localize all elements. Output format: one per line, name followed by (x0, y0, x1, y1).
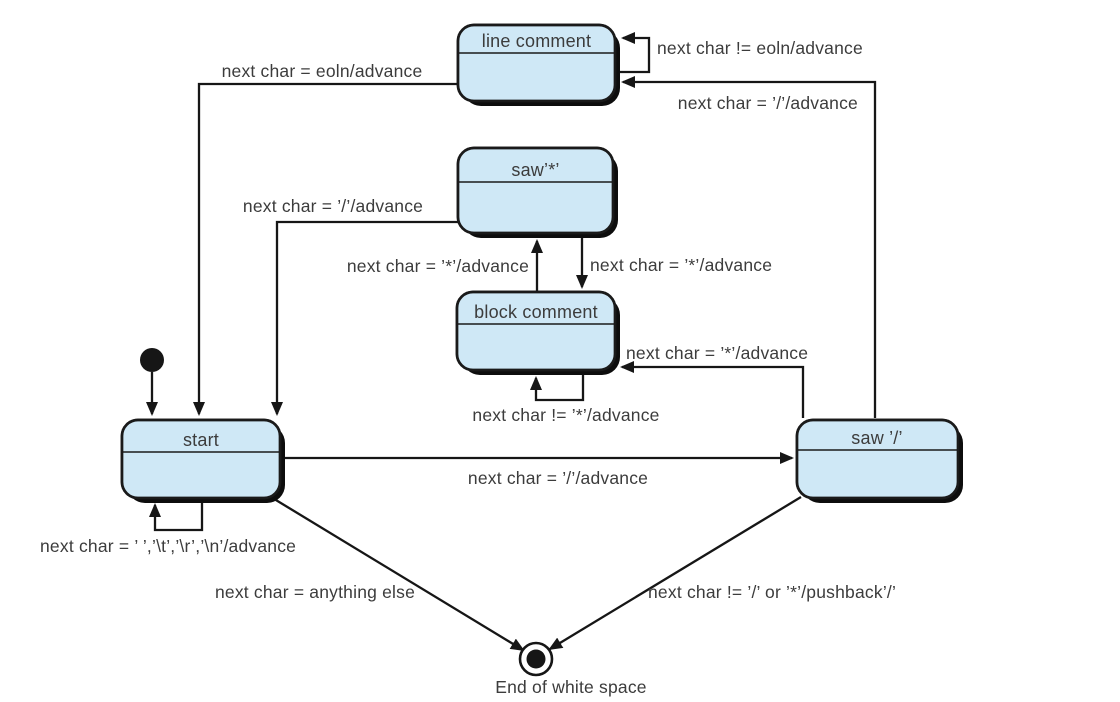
transition-saw-star-to-block-comment: next char = ’*’/advance (576, 234, 772, 289)
transition-label: next char = ’/’/advance (468, 468, 648, 488)
transition-line-comment-to-start: next char = eoln/advance (193, 61, 459, 416)
transition-label: next char != ’/’ or ’*’/pushback’/’ (648, 582, 896, 602)
transition-label: next char = ’*’/advance (347, 256, 529, 276)
transition-saw-slash-to-line-comment: next char = ’/’/advance (621, 76, 877, 418)
transition-block-comment-self-loop: next char != ’*’/advance (472, 369, 659, 425)
state-line-comment: line comment (456, 23, 620, 106)
transition-label: next char != ’*’/advance (472, 405, 659, 425)
transition-start-to-saw-slash: next char = ’/’/advance (281, 452, 794, 488)
transition-label: next char = ’/’/advance (243, 196, 423, 216)
state-saw-slash: saw ’/’ (795, 418, 963, 503)
transition-label: next char = eoln/advance (222, 61, 423, 81)
state-title: saw’*’ (511, 160, 559, 180)
transition-label: next char = ’*’/advance (626, 343, 808, 363)
transition-start-self-loop: next char = ’ ’,’\t’,’\r’,’\n’/advance (40, 497, 296, 556)
transition-block-comment-to-saw-star: next char = ’*’/advance (347, 239, 543, 291)
transition-saw-star-to-start: next char = ’/’/advance (243, 196, 459, 416)
state-saw-star: saw’*’ (456, 146, 618, 238)
transitions: next char != eoln/advance next char = ’/… (40, 32, 896, 652)
initial-state-marker (140, 348, 164, 416)
transition-label: next char != eoln/advance (657, 38, 863, 58)
state-block-comment: block comment (455, 290, 620, 375)
state-title: line comment (482, 31, 591, 51)
state-title: start (183, 430, 219, 450)
state-start: start (120, 418, 285, 503)
final-state-inner-dot (526, 649, 546, 669)
initial-dot (140, 348, 164, 372)
transition-label: next char = ’ ’,’\t’,’\r’,’\n’/advance (40, 536, 296, 556)
transition-saw-slash-to-block-comment: next char = ’*’/advance (620, 343, 808, 418)
transition-saw-slash-to-end: next char != ’/’ or ’*’/pushback’/’ (548, 496, 896, 651)
transition-label: next char = ’*’/advance (590, 255, 772, 275)
transition-label: next char = anything else (215, 582, 415, 602)
states: line comment saw’*’ block comment (120, 23, 963, 503)
final-state-end-of-white-space: End of white space (495, 641, 647, 697)
transition-label: next char = ’/’/advance (678, 93, 858, 113)
final-state-label: End of white space (495, 677, 646, 697)
transition-start-to-end: next char = anything else (215, 493, 525, 652)
state-title: block comment (474, 302, 598, 322)
state-title: saw ’/’ (851, 428, 902, 448)
transition-line-comment-self-loop: next char != eoln/advance (614, 32, 863, 74)
